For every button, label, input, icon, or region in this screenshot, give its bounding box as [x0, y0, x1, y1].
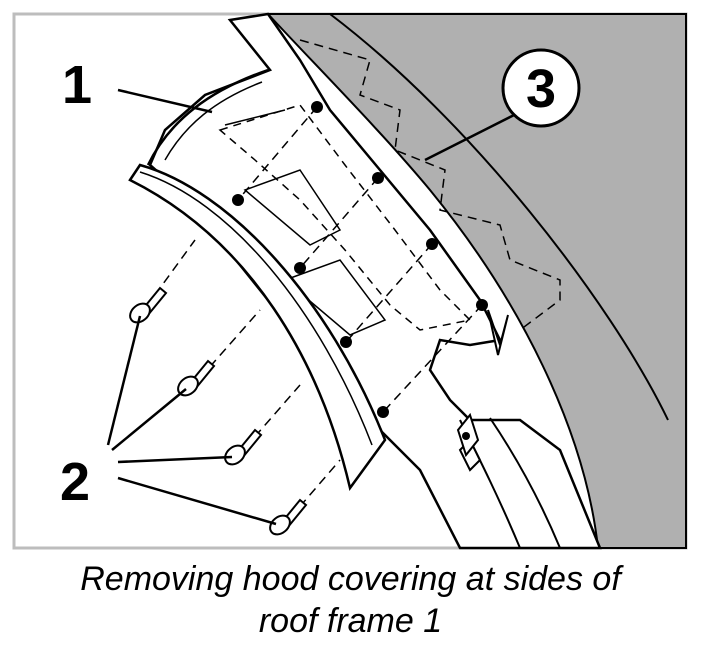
hood-covering-strip-edge [139, 171, 373, 446]
callout-1: 1 [62, 55, 92, 115]
caption-line-2: roof frame 1 [258, 602, 443, 640]
figure-caption: Removing hood covering at sides of roof … [0, 558, 701, 642]
callout-2: 2 [60, 452, 90, 512]
roof-frame-recess [218, 104, 472, 331]
roof-panel [265, 13, 687, 549]
caption-line-1: Removing hood covering at sides of [80, 560, 621, 598]
callout-3-circle [501, 48, 581, 128]
hood-covering-strip [128, 163, 387, 491]
roof-frame-inner-arc [164, 81, 263, 161]
leader-lines [106, 88, 521, 526]
roof-frame-channel [224, 109, 387, 336]
callout-3: 3 [526, 59, 556, 119]
roof-panel-edge [329, 13, 669, 421]
roof-panel-dashed-outline [299, 39, 561, 331]
alignment-lines [154, 106, 483, 519]
screw-icon [129, 286, 168, 324]
screw-icon [269, 498, 308, 536]
hood-covering-diagram: 1 2 3 [12, 12, 688, 550]
screw-icon [224, 428, 263, 466]
clip-icon [487, 309, 509, 356]
